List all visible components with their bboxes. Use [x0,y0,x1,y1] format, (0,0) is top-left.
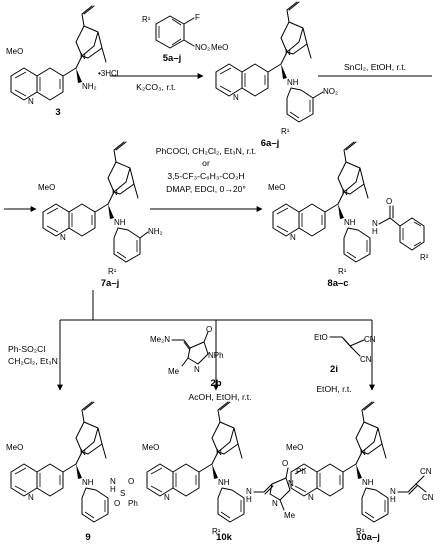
pyrazolone-o-label: O [206,325,212,334]
quinuclidine-n-label: N [342,188,348,197]
step3-conditions-4: DMAP, EDCl, 0→20° [166,184,246,194]
enamine-h-label: H [390,495,396,504]
compound-3-label: 3 [55,107,60,118]
compound-3-structure: MeO N N NH₂ •3HCl [6,5,119,106]
nph-label: NPh [208,351,224,360]
nh-label: NH [287,78,299,87]
methoxy-label: MeO [6,47,23,56]
amine-label: NH₂ [148,227,163,236]
quinoline-n-label: N [233,93,239,102]
pyrazolone-n-label: N [194,365,200,374]
amine-label: NH₂ [82,82,97,91]
r1-label: R¹ [142,15,151,24]
pyrazolone-n2-label: N [272,499,278,508]
step1-conditions: K₂CO₃, r.t. [136,82,176,92]
compound-2i-label: 2i [330,364,338,375]
quinuclidine-n-label: N [80,52,86,61]
methoxy-label: MeO [6,443,23,452]
enamine-h-label: H [246,495,252,504]
quinoline-n-label: N [28,97,34,106]
compound-9-label: 9 [85,532,90,543]
compound-7-structure: MeO N N NH NH₂ R¹ [38,141,163,276]
compound-7-label: 7a–j [101,278,120,289]
sulfonyl-o-label-2: O [128,477,134,486]
quinoline-n-label: N [290,233,296,242]
methoxy-label: MeO [142,443,159,452]
quinoline-n-label: N [308,493,314,502]
methyl-label: Me [168,367,180,376]
branch2-conditions: AcOH, EtOH, r.t. [188,392,251,402]
fluoro-label: F [195,13,200,22]
compound-9-structure: MeO N N NH H N S O O Ph [6,401,138,523]
quinoline-n-label: N [164,493,170,502]
methoxy-label: MeO [268,183,285,192]
compound-5-label: 5a–j [163,53,182,64]
reagent-2b-structure: Me₂N O NPh N Me [150,325,224,376]
pyrazolone-ph-label: Ph [296,467,306,476]
nh-label: NH [344,218,356,227]
cyano-label-2: CN [360,355,372,364]
methoxy-label: MeO [38,183,55,192]
compound-8-structure: MeO N N NH H N O R² R¹ [268,141,429,276]
compound-10aj-structure: MeO N N NH H N CN CN R¹ [286,401,434,536]
nh-label: NH [82,478,94,487]
nh-label: NH [218,478,230,487]
reagent-5-structure: R¹ F NO₂ [142,13,210,52]
sulfur-label: S [120,489,125,498]
enamine-n-label: N [390,487,396,496]
compound-6-label: 6a–j [261,138,280,149]
compound-6-structure: MeO N N NH NO₂ R¹ [211,1,338,136]
step3-conditions-1: PhCOCl, CH₂Cl₂, Et₃N, r.t. [156,146,256,156]
sulfonyl-o-label-1: O [114,499,120,508]
amide-h-label: H [372,227,378,236]
branch3-conditions: EtOH, r.t. [316,384,351,394]
methyl-label: Me [284,511,296,520]
nitro-label: NO₂ [323,87,338,96]
quinuclidine-n-label: N [112,188,118,197]
nh-label: NH [362,478,374,487]
r2-label: R² [420,253,429,262]
amide-n-label: N [372,219,378,228]
methoxy-label: MeO [286,443,303,452]
r1-label: R¹ [281,127,290,136]
r1-label: R¹ [212,527,221,536]
enamine-n-label: N [246,487,252,496]
step2-conditions: SnCl₂, EtOH, r.t. [344,62,406,72]
quinoline-n-label: N [28,493,34,502]
reagent-2i-structure: EtO CN CN [314,333,376,364]
branch1-conditions-2: CH₂Cl₂, Et₃N [8,356,58,366]
quinuclidine-n-label: N [216,448,222,457]
quinoline-n-label: N [60,233,66,242]
compound-2b-label: 2b [210,378,221,389]
compound-8-label: 8a–c [327,278,348,289]
r1-label: R¹ [338,267,347,276]
step3-conditions-3: 3,5-CF₃-C₆H₃-CO₂H [167,171,244,181]
phenyl-label: Ph [128,499,138,508]
cyano-label-2: CN [422,493,434,502]
compound-10k-label: 10k [216,532,233,543]
sulfonamide-n-label: N [110,477,116,486]
sulfonamide-h-label: H [110,485,116,494]
r1-label: R¹ [108,267,117,276]
salt-label: •3HCl [98,69,119,78]
ethoxy-label: EtO [314,333,328,342]
dimethylamino-label: Me₂N [150,335,170,344]
quinuclidine-n-label: N [285,48,291,57]
branch1-conditions-1: Ph-SO₂Cl [8,344,45,354]
compound-10aj-label: 10a–j [356,532,380,543]
quinuclidine-n-label: N [80,448,86,457]
compound-10k-structure: MeO N N NH H N O N Ph N Me R¹ [142,401,306,536]
cyano-label-1: CN [364,335,376,344]
pyrazolone-o-label: O [282,459,288,468]
nh-label: NH [114,218,126,227]
nitro-label: NO₂ [195,43,210,52]
methoxy-label: MeO [211,43,228,52]
amide-o-label: O [386,197,392,206]
r1-label: R¹ [356,527,365,536]
cyano-label-1: CN [420,467,432,476]
quinuclidine-n-label: N [360,448,366,457]
step3-conditions-2: or [202,158,210,168]
